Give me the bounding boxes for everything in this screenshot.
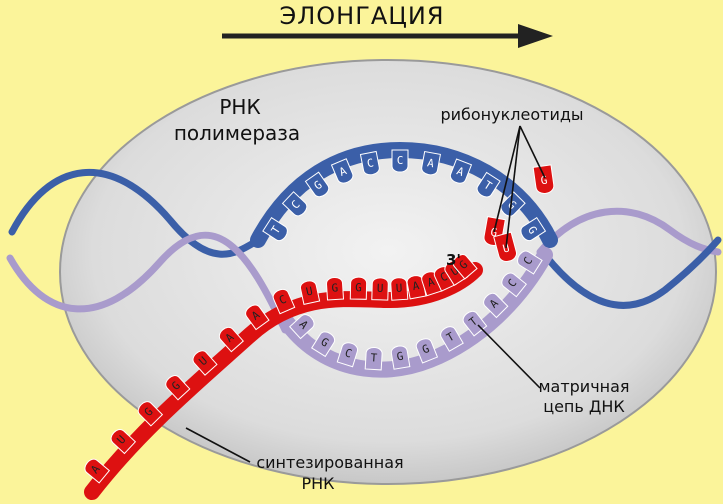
coding-base-label-7: A (455, 164, 466, 179)
coding-base-label-3: A (337, 164, 349, 179)
rna-base-1: U (110, 429, 137, 455)
coding-base-8: T (476, 171, 501, 198)
template-strand-right (536, 207, 722, 256)
rna-base-label-8: U (305, 284, 314, 298)
template-base-label-3: T (370, 351, 378, 364)
rna-base-3: G (165, 375, 191, 401)
template-base-10: C (517, 250, 543, 275)
rna-base-11: U (371, 277, 389, 301)
template-label-line2: цепь ДНК (543, 397, 625, 416)
synth-label-line1: синтезированная (256, 453, 403, 472)
template-base-6: T (440, 326, 464, 352)
coding-base-label-5: C (397, 154, 404, 167)
coding-base-3: A (330, 158, 354, 184)
coding-base-0: T (262, 216, 288, 242)
rna-base-7: C (272, 289, 296, 315)
coding-base-10: G (520, 216, 547, 242)
rna-base-label-9: G (331, 281, 338, 294)
coding-base-label-6: A (426, 156, 435, 170)
template-pointer (477, 324, 541, 389)
rna-base-4: U (192, 350, 218, 376)
coding-base-label-4: C (366, 156, 375, 170)
polymerase-label-line2: полимераза (174, 121, 300, 145)
template-base-1: G (311, 331, 336, 358)
template-base-3: T (364, 346, 383, 371)
elongation-direction-arrow (222, 24, 553, 48)
rna-base-0: A (84, 458, 111, 484)
rna-base-label-12: U (395, 282, 402, 295)
template-base-5: G (415, 338, 439, 364)
coding-base-6: A (421, 150, 441, 176)
template-base-label-2: C (343, 346, 353, 360)
template-base-label-4: G (396, 350, 405, 364)
coding-base-5: C (391, 149, 409, 173)
free-ribonucleotide-label-2: U (501, 241, 511, 255)
rna-base-label-11: U (377, 282, 384, 295)
template-base-4: G (390, 345, 411, 370)
rna-base-label-13: A (411, 279, 420, 293)
free-ribonucleotide-2: U (493, 231, 517, 262)
rna-base-label-7: C (277, 293, 288, 308)
template-base-0: A (289, 314, 315, 340)
free-ribonucleotide-label-0: G (490, 226, 499, 240)
rna-base-label-15: C (438, 270, 449, 285)
rna-base-5: A (218, 326, 244, 353)
rna-polymerase (59, 59, 717, 485)
polymerase-label-line1: РНК (219, 95, 260, 119)
template-base-9: C (501, 272, 527, 298)
free-ribonucleotides: GGU (483, 164, 555, 262)
template-base-8: A (483, 292, 509, 319)
synth-label-line2: РНК (301, 474, 335, 493)
rna-base-label-14: A (426, 275, 437, 290)
free-ribonucleotide-1: G (532, 164, 555, 194)
template-strand-left (6, 231, 289, 334)
free-ribonucleotide-label-1: G (540, 174, 548, 188)
coding-base-7: A (449, 158, 473, 184)
synth-pointer (185, 427, 251, 463)
template-base-label-5: G (420, 342, 431, 357)
diagram-title: ЭЛОНГАЦИЯ (279, 2, 444, 30)
rna-base-8: U (300, 280, 321, 305)
rna-base-2: G (137, 401, 164, 427)
coding-base-9: G (500, 191, 526, 217)
template-base-2: C (336, 342, 358, 368)
rna-base-12: U (390, 277, 409, 301)
coding-base-2: G (304, 171, 330, 198)
rna-base-10: G (349, 276, 368, 300)
ribonucleotide-pointers (493, 125, 546, 249)
template-label-line1: матричная (538, 377, 629, 396)
rna-base-17: G (452, 254, 478, 280)
coding-base-4: C (359, 150, 380, 176)
three-prime-label: 3' (446, 251, 461, 269)
rna-base-9: G (326, 277, 345, 301)
coding-strand-right (541, 236, 722, 309)
template-base-7: T (462, 310, 488, 337)
coding-base-1: C (281, 191, 308, 217)
rna-base-6: A (245, 304, 270, 331)
ribonucleotides-label: рибонуклеотиды (440, 105, 583, 124)
rna-base-label-10: G (355, 281, 362, 294)
